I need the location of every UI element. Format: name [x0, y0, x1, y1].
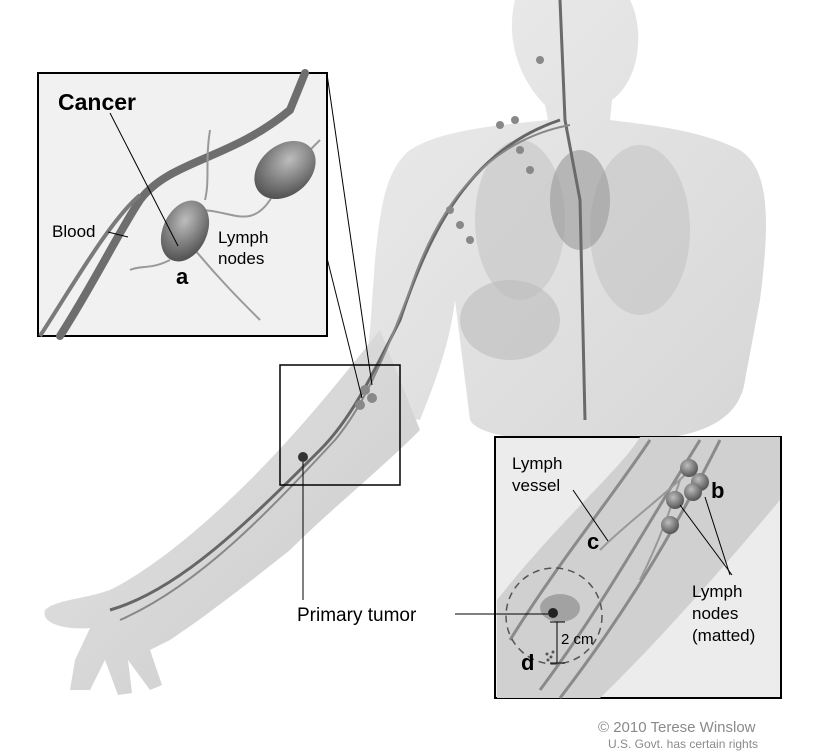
arm	[44, 330, 420, 695]
letter-d: d	[521, 650, 534, 675]
lymph-nodes-label-1: Lymph	[218, 228, 268, 247]
lung-right	[590, 145, 690, 315]
tumor	[548, 608, 558, 618]
lymph-node	[254, 140, 316, 200]
copyright-line-2: U.S. Govt. has certain rights	[608, 737, 758, 751]
lymph-vessel-label-1: Lymph	[512, 454, 562, 473]
inset-primary-tumor: Lymph vessel b c d Lymph nodes (matted) …	[494, 436, 782, 699]
letter-a: a	[176, 264, 189, 289]
lymph-vessel-label-2: vessel	[512, 476, 560, 495]
matted-nodes-label-2: nodes	[692, 604, 738, 623]
copyright-line-1: © 2010 Terese Winslow	[598, 719, 756, 736]
lymph-node-cluster	[355, 56, 544, 410]
cancer-label: Cancer	[58, 89, 136, 115]
letter-c: c	[587, 529, 599, 554]
lung-left	[475, 140, 565, 300]
inset-lymph-node-cancer: Cancer Blood Lymph nodes a	[37, 69, 328, 340]
body-silhouette	[44, 0, 766, 695]
liver	[460, 280, 560, 360]
matted-nodes-label-3: (matted)	[692, 626, 755, 645]
lymph-nodes-label-2: nodes	[218, 249, 264, 268]
primary-tumor-marker	[298, 452, 308, 462]
primary-tumor-label: Primary tumor	[297, 605, 417, 626]
matted-nodes-label-1: Lymph	[692, 582, 742, 601]
distance-label: 2 cm	[561, 631, 594, 648]
zoom-region-box	[279, 364, 401, 486]
2cm-radius-circle	[505, 567, 603, 665]
matted-lymph-nodes	[661, 459, 709, 534]
lymph-node-with-cancer	[160, 200, 210, 262]
blood-label: Blood	[52, 222, 95, 241]
letter-b: b	[711, 478, 724, 503]
